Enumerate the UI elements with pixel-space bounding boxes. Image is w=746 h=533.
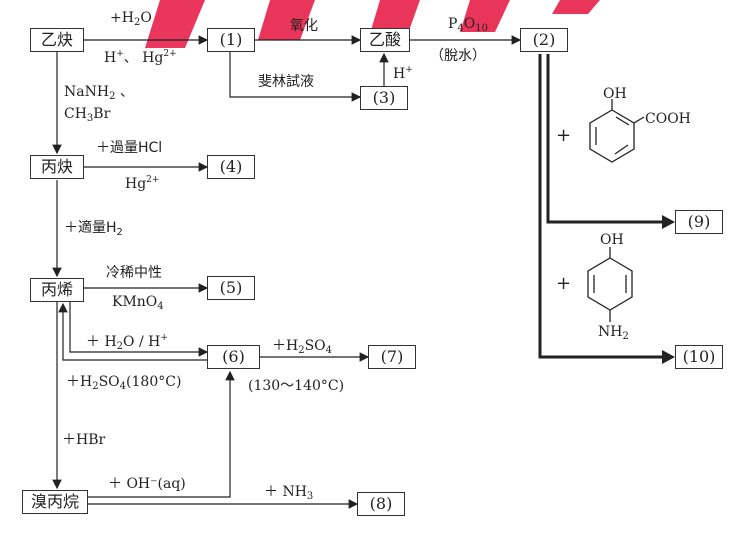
label-hg-under: Hg2+ — [125, 175, 160, 192]
label-ch3br: CH3Br — [64, 106, 111, 124]
propene-box: 丙烯 — [30, 278, 84, 302]
label-nh3: ＋ NH3 — [264, 484, 314, 502]
product-1-box: (1) — [207, 28, 255, 52]
label-h-plus-up: H+ — [393, 65, 413, 82]
salicylic-acid-structure — [589, 99, 645, 163]
label-plus-water: +H2O — [110, 10, 152, 28]
label-h2o-hplus: ＋ H2O / H+ — [86, 333, 168, 352]
product-5-box: (5) — [207, 276, 255, 300]
product-7-box: (7) — [368, 345, 416, 369]
label-oxidation: 氧化 — [290, 18, 318, 34]
label-oh-aq: ＋ OH⁻(aq) — [108, 476, 186, 492]
plus-sign-aminophenol: + — [556, 273, 572, 294]
acetic-acid-box: 乙酸 — [360, 28, 410, 52]
label-kmno4: KMnO4 — [112, 294, 164, 312]
aminophenol-structure — [587, 247, 633, 322]
label-temp-range: (130～140°C) — [248, 378, 345, 394]
product-4-box: (4) — [207, 155, 255, 179]
salicylic-oh-label: OH — [603, 86, 627, 102]
label-h2so4-180: ＋H2SO4(180°C) — [66, 374, 182, 392]
propyne-box: 丙炔 — [30, 155, 84, 179]
label-hbr: ＋HBr — [62, 432, 106, 448]
product-6-box: (6) — [207, 345, 260, 369]
label-h2so4: ＋H2SO4 — [272, 338, 333, 356]
acetylene-box: 乙炔 — [30, 28, 84, 52]
label-p4o10: P4O10 — [448, 16, 489, 34]
bromopropane-box: 溴丙烷 — [22, 490, 88, 514]
product-9-box: (9) — [675, 210, 723, 234]
label-dehydration: （脫水） — [430, 48, 486, 64]
product-3-box: (3) — [360, 86, 408, 110]
aminophenol-nh2-label: NH2 — [598, 324, 629, 342]
label-nanh2: NaNH2 、 — [64, 84, 134, 102]
label-proper-h2: ＋適量H2 — [64, 220, 123, 238]
label-excess-hcl: ＋過量HCl — [96, 140, 163, 156]
product-2-box: (2) — [520, 28, 568, 52]
salicylic-cooh-label: COOH — [645, 111, 691, 127]
product-10-box: (10) — [675, 345, 723, 369]
aminophenol-oh-label: OH — [600, 232, 624, 248]
product-8-box: (8) — [357, 492, 405, 516]
label-h-plus-hg: H+、 Hg2+ — [104, 49, 177, 66]
label-fehling: 斐林試液 — [258, 74, 314, 90]
plus-sign-salicylic: + — [556, 125, 572, 146]
label-cold-dilute: 冷稀中性 — [106, 265, 162, 281]
